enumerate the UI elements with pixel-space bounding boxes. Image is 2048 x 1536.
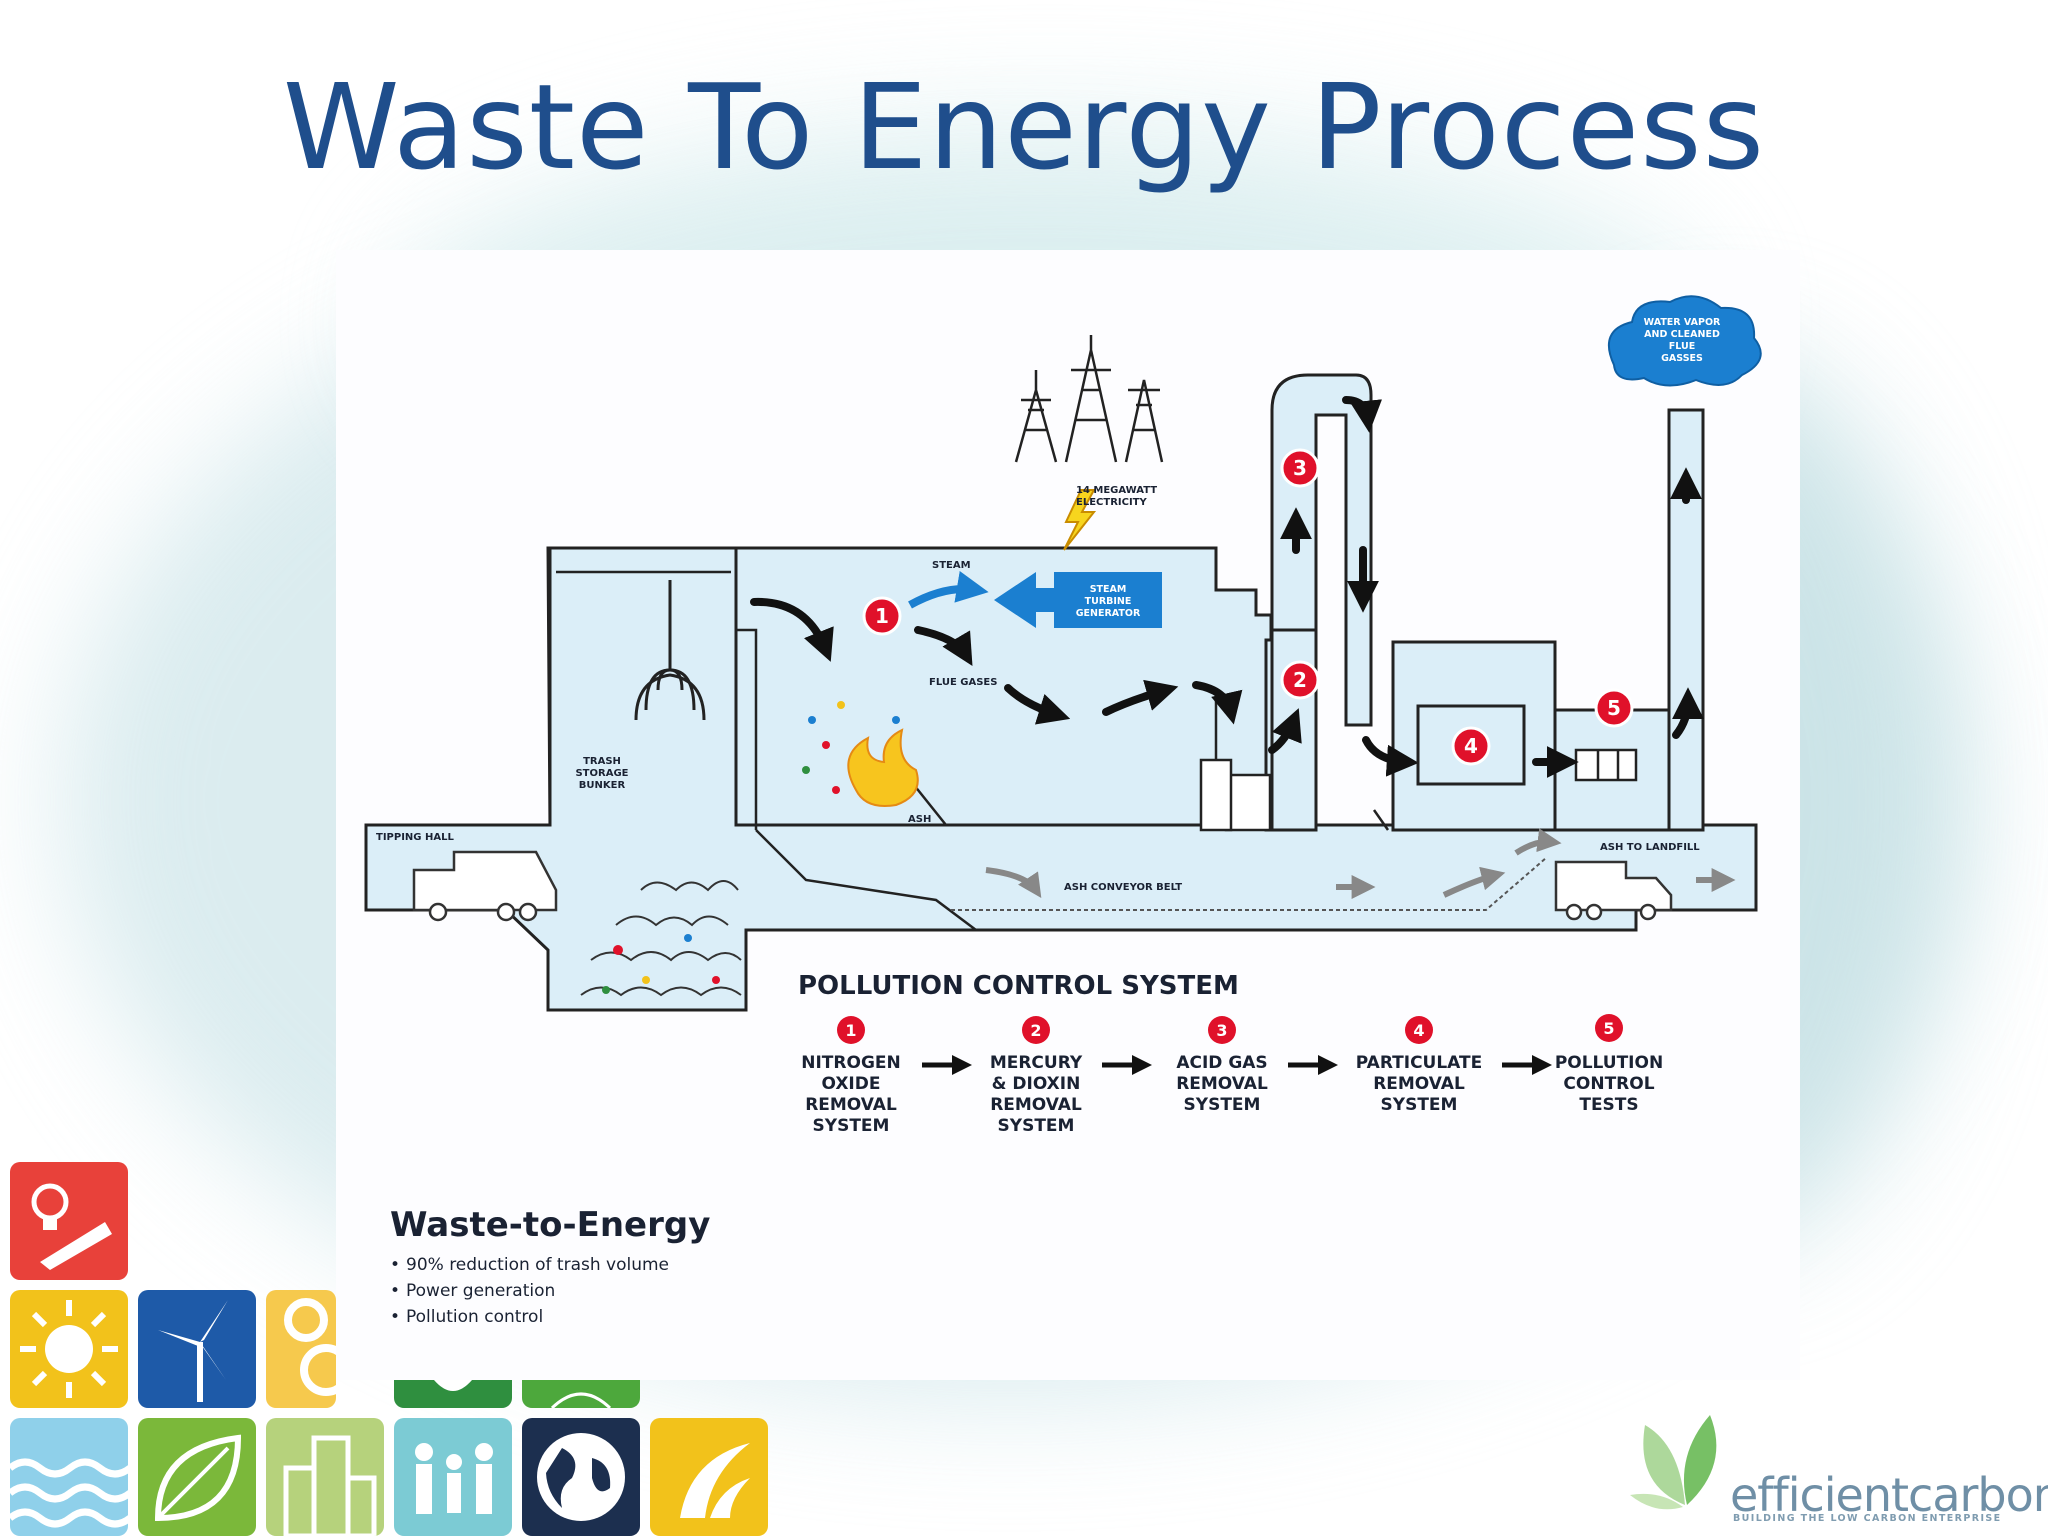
marker-4 [1451, 726, 1491, 766]
pollution-control-title: POLLUTION CONTROL SYSTEM [798, 971, 1239, 1001]
step-5-num: 5 [1603, 1019, 1614, 1038]
step-2-line-2: & DIOXIN [992, 1074, 1081, 1094]
ash-conveyor [985, 828, 1736, 899]
plant-markers [862, 448, 1634, 786]
step-2-num: 2 [1030, 1021, 1041, 1040]
waste-to-energy-diagram: 1 2 3 4 5 14 MEGAWATT ELECTRICITY STEAM … [364, 295, 1762, 1327]
sun-icon [10, 1290, 128, 1408]
turbine-label-1: STEAM [1090, 584, 1127, 595]
trash-pile [580, 880, 742, 997]
summary-bullet-2: Power generation [406, 1281, 555, 1301]
ash-landfill-label: ASH TO LANDFILL [1600, 842, 1700, 853]
wind-turbine-icon [138, 1290, 256, 1408]
lightning-bolt [1063, 489, 1097, 551]
water-waves-icon [10, 1418, 128, 1536]
step-3-line-1: ACID GAS [1176, 1053, 1267, 1073]
plant-roots-icon [522, 1380, 640, 1408]
step-3-line-3: SYSTEM [1184, 1095, 1261, 1115]
steam-turbine-generator [994, 572, 1162, 628]
transmission-towers [1014, 335, 1164, 463]
summary-bullet-1: 90% reduction of trash volume [406, 1255, 669, 1275]
lightbulb-worker-icon [10, 1162, 128, 1280]
globe-icon [522, 1418, 640, 1536]
emission-cloud [1607, 295, 1762, 387]
swoosh-icon [650, 1418, 768, 1536]
marker-2-text: 2 [1293, 668, 1307, 692]
step-4-line-3: SYSTEM [1381, 1095, 1458, 1115]
trash-bunker-label-1: TRASH [583, 756, 621, 767]
step-3-line-2: REMOVAL [1176, 1074, 1268, 1094]
trash-bunker-label-3: BUNKER [579, 780, 626, 791]
city-buildings-icon [266, 1418, 384, 1536]
family-icon [394, 1418, 512, 1536]
step-3-marker [1208, 1016, 1236, 1044]
summary-bullet-3: Pollution control [406, 1307, 543, 1327]
step-5-line-1: POLLUTION [1555, 1053, 1663, 1073]
marker-5-text: 5 [1607, 696, 1621, 720]
step-5-marker [1595, 1014, 1623, 1042]
garbage-truck [412, 850, 558, 922]
marker-3 [1280, 448, 1320, 488]
steam-label: STEAM [932, 560, 971, 571]
marker-1-text: 1 [875, 604, 889, 628]
step-5-line-2: CONTROL [1563, 1074, 1654, 1094]
cloud-label-4: GASSES [1661, 353, 1703, 364]
step-4-num: 4 [1413, 1021, 1424, 1040]
marker-3-text: 3 [1293, 456, 1307, 480]
turbine-label-3: GENERATOR [1076, 608, 1141, 619]
crane-claw [634, 580, 706, 721]
gear-icon [266, 1290, 336, 1408]
cloud-label-2: AND CLEANED [1644, 329, 1720, 340]
logo-tagline: BUILDING THE LOW CARBON ENTERPRISE [1733, 1513, 2002, 1524]
marker-5 [1594, 688, 1634, 728]
logo-wordmark: efficientcarbon [1730, 1468, 2048, 1522]
step-3-num: 3 [1216, 1021, 1227, 1040]
slide-title: Waste To Energy Process [282, 58, 1766, 196]
cloud-label-1: WATER VAPOR [1644, 317, 1721, 328]
butterfly-logo-icon [1630, 1415, 1717, 1510]
step-1-line-3: REMOVAL [805, 1095, 897, 1115]
step-4-marker [1405, 1016, 1433, 1044]
step-2-line-1: MERCURY [990, 1053, 1083, 1073]
step-5-line-3: TESTS [1579, 1095, 1638, 1115]
plant-building [364, 373, 1758, 1012]
tipping-hall-label: TIPPING HALL [376, 832, 454, 843]
trash-bunker-label-2: STORAGE [575, 768, 628, 779]
pollution-steps: 1 2 3 4 5 NITROGEN OXIDE REMOVAL SYSTEM … [801, 1014, 1663, 1136]
step-4-line-1: PARTICULATE [1356, 1053, 1482, 1073]
turbine-label-2: TURBINE [1085, 596, 1132, 607]
step-2-line-4: SYSTEM [998, 1116, 1075, 1136]
marker-2 [1280, 660, 1320, 700]
summary-title: Waste-to-Energy [390, 1205, 710, 1245]
fire-icon [802, 701, 919, 807]
ash-label: ASH [908, 814, 931, 825]
step-2-marker [1022, 1016, 1050, 1044]
step-1-line-4: SYSTEM [813, 1116, 890, 1136]
step-1-line-2: OXIDE [821, 1074, 880, 1094]
step-2-line-3: REMOVAL [990, 1095, 1082, 1115]
summary-bullet-1-dot: • [390, 1255, 400, 1275]
step-1-marker [837, 1016, 865, 1044]
flue-gases-label: FLUE GASES [929, 677, 997, 688]
ash-truck [1554, 860, 1673, 921]
step-4-line-2: REMOVAL [1373, 1074, 1465, 1094]
step-1-line-1: NITROGEN [801, 1053, 901, 1073]
recycle-green-icon [394, 1380, 512, 1408]
cloud-label-3: FLUE [1669, 341, 1695, 352]
steam-arrow [908, 571, 989, 609]
summary-bullet-2-dot: • [390, 1281, 400, 1301]
flow-arrows [750, 396, 1704, 778]
marker-4-text: 4 [1464, 734, 1478, 758]
summary-bullet-3-dot: • [390, 1307, 400, 1327]
electricity-label-1: 14 MEGAWATT [1076, 485, 1157, 496]
marker-1 [862, 596, 902, 636]
step-1-num: 1 [845, 1021, 856, 1040]
ash-conveyor-label: ASH CONVEYOR BELT [1064, 882, 1182, 893]
electricity-label-2: ELECTRICITY [1076, 497, 1147, 508]
leaf-icon [138, 1418, 256, 1536]
